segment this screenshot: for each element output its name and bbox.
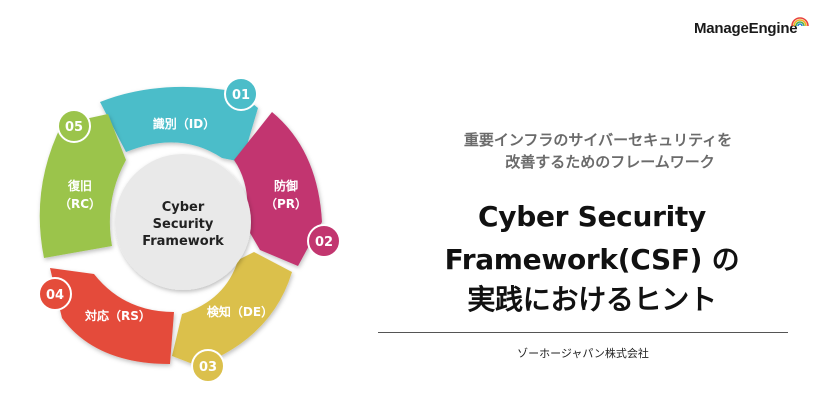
- center-text-line1: Cyber: [162, 200, 205, 215]
- segment-label-identify: 識別（ID）: [153, 116, 215, 131]
- center-text-line3: Framework: [142, 234, 224, 249]
- subtitle-line2: 改善するためのフレームワーク: [505, 153, 715, 171]
- badge-01-text: 01: [232, 88, 250, 103]
- divider: [378, 332, 788, 333]
- segment-respond: [50, 268, 174, 364]
- center-circle: [115, 154, 251, 290]
- segment-recover: [39, 114, 126, 258]
- badge-04: [38, 277, 72, 311]
- segment-label-protect-2: （PR）: [265, 196, 307, 211]
- segment-label-protect-1: 防御: [274, 178, 298, 193]
- subtitle-line1: 重要インフラのサイバーセキュリティを: [463, 131, 733, 149]
- badge-02-text: 02: [315, 235, 333, 250]
- badge-05: [57, 109, 91, 143]
- company-name: ゾーホージャパン株式会社: [517, 347, 649, 360]
- badge-01: [224, 77, 258, 111]
- badge-04-text: 04: [46, 288, 64, 303]
- segment-label-recover-2: （RC）: [59, 196, 101, 211]
- manageengine-logo: ManageEngine: [694, 20, 798, 37]
- title-line3: 実践におけるヒント: [467, 283, 717, 316]
- segment-identify: [100, 86, 258, 162]
- badge-02: [307, 224, 341, 258]
- segment-label-recover-1: 復旧: [67, 178, 92, 193]
- badge-03-text: 03: [199, 360, 217, 375]
- segment-label-detect: 検知（DE）: [207, 304, 273, 319]
- segment-detect: [172, 252, 292, 366]
- segment-label-respond: 対応（RS）: [84, 308, 151, 323]
- badge-05-text: 05: [65, 120, 83, 135]
- badge-03: [191, 349, 225, 383]
- logo-arcs-icon: [791, 17, 809, 27]
- title-line1: Cyber Security: [478, 200, 706, 233]
- center-text-line2: Security: [153, 217, 214, 232]
- title-line2: Framework(CSF) の: [444, 243, 740, 276]
- segment-protect: [234, 112, 322, 266]
- csf-cycle-diagram: Cyber Security Framework 識別（ID） 防御 （PR） …: [38, 77, 341, 383]
